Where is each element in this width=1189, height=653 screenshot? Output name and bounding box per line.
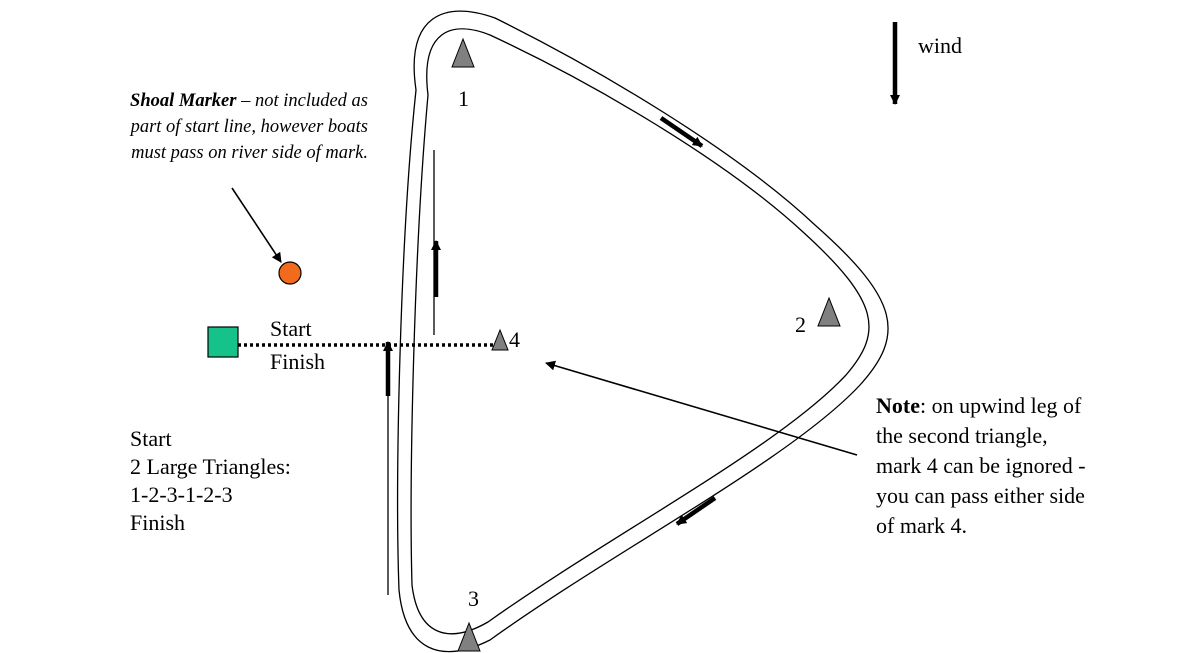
note-line1: : on upwind leg of [919, 393, 1082, 418]
path-gap [430, 333, 438, 347]
committee-boat-icon [207, 326, 239, 358]
start-line-label: Start [270, 316, 312, 341]
course-line-4: Finish [130, 510, 186, 535]
mark-2-icon [817, 296, 841, 327]
shoal-marker-icon [278, 261, 302, 285]
mark-3-icon [457, 621, 481, 652]
course-path-inner [410, 28, 870, 635]
mark-4-label: 4 [509, 327, 520, 352]
note-line4: you can pass either side [876, 483, 1085, 508]
note-line2: the second triangle, [876, 423, 1048, 448]
mark-1-icon [451, 37, 475, 68]
note-line3: mark 4 can be ignored - [876, 453, 1086, 478]
course-line-3: 1-2-3-1-2-3 [130, 482, 233, 507]
course-line-2: 2 Large Triangles: [130, 454, 291, 479]
mark-1-label: 1 [458, 86, 469, 111]
mark-3-label: 3 [468, 586, 479, 611]
wind-label: wind [918, 33, 962, 58]
finish-line-label: Finish [270, 349, 326, 374]
course-path-outer [397, 10, 889, 653]
shoal-marker-note: Shoal Marker – not included as part of s… [8, 88, 368, 166]
shoal-pointer-arrow [231, 187, 282, 263]
direction-arrow-icon [675, 496, 717, 526]
mark-2-label: 2 [795, 312, 806, 337]
note-line5: of mark 4. [876, 513, 968, 538]
shoal-note-line3: must pass on river side of mark. [131, 143, 368, 163]
course-line-1: Start [130, 426, 172, 451]
shoal-note-line1: – not included as [236, 91, 368, 111]
note-title: Note [876, 393, 920, 418]
shoal-marker-title: Shoal Marker [130, 91, 237, 111]
mark-4-icon [491, 328, 509, 351]
direction-arrow-icon [659, 116, 704, 148]
course-instructions: Start 2 Large Triangles: 1-2-3-1-2-3 Fin… [130, 425, 291, 537]
shoal-note-line2: part of start line, however boats [130, 117, 368, 137]
mark-4-note: Note: on upwind leg of the second triang… [876, 391, 1086, 541]
note-pointer-arrow [545, 360, 858, 456]
